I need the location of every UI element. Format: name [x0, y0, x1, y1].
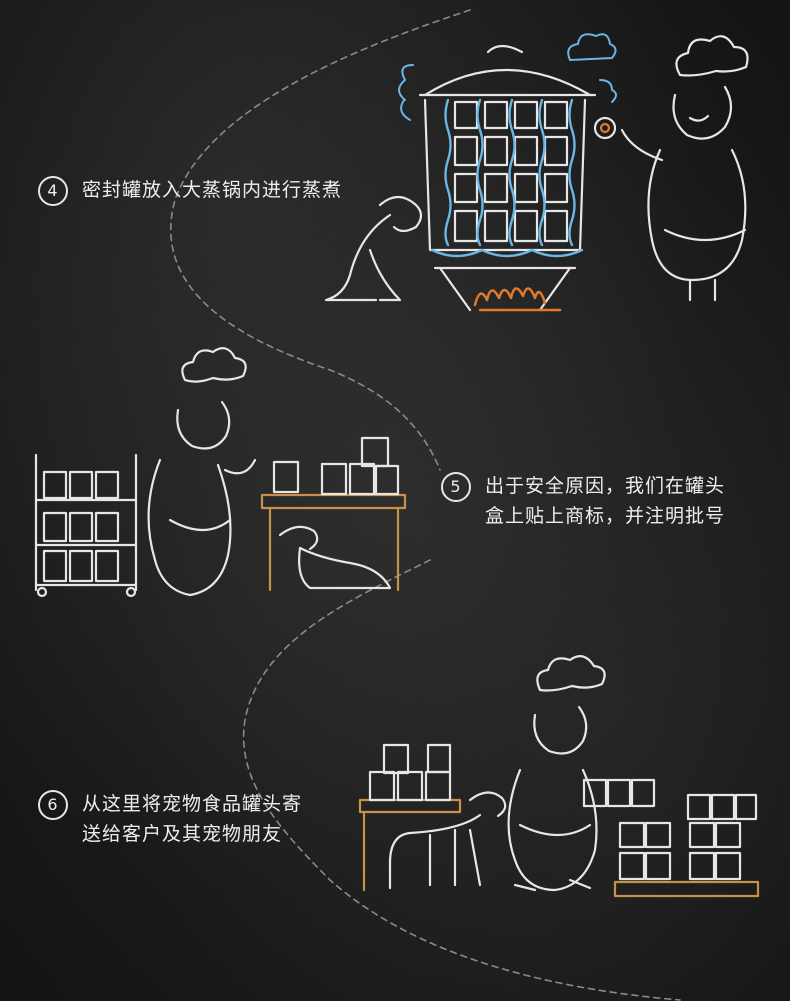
- step-number-badge: 6: [38, 790, 68, 820]
- step-6: 6 从这里将宠物食品罐头寄 送给客户及其宠物朋友: [38, 789, 302, 849]
- step-text: 密封罐放入大蒸锅内进行蒸煮: [82, 175, 342, 205]
- can-icon: [272, 436, 400, 496]
- pallet-icon: [613, 793, 760, 898]
- step-text: 从这里将宠物食品罐头寄 送给客户及其宠物朋友: [82, 789, 302, 849]
- storage-rack-icon: [34, 453, 138, 598]
- can-icon: [368, 743, 452, 802]
- chef-icon: [507, 655, 606, 892]
- steam-pot-icon: [398, 33, 617, 312]
- dog-icon: [278, 525, 392, 590]
- water-waves: [430, 98, 584, 258]
- step-text-line: 从这里将宠物食品罐头寄: [82, 793, 303, 815]
- step-text-line: 出于安全原因，我们在罐头: [485, 475, 726, 497]
- step-4: 4 密封罐放入大蒸锅内进行蒸煮: [38, 175, 342, 206]
- can-icon: [582, 778, 656, 808]
- dashed-path: [169, 9, 681, 1001]
- step-number-badge: 4: [38, 176, 68, 206]
- chef-icon: [147, 347, 257, 597]
- fire-icon: [473, 287, 562, 312]
- steam-clouds: [398, 33, 617, 121]
- dog-icon: [388, 791, 507, 890]
- step-5: 5 出于安全原因，我们在罐头 盒上贴上商标，并注明批号: [441, 471, 725, 531]
- chef-icon: [620, 35, 749, 302]
- step-text-line: 盒上贴上商标，并注明批号: [485, 505, 726, 527]
- table-icon: [260, 493, 407, 592]
- step-number-badge: 5: [441, 472, 471, 502]
- step-text-line: 送给客户及其宠物朋友: [82, 823, 283, 845]
- table-icon: [358, 798, 462, 892]
- step-text: 出于安全原因，我们在罐头 盒上贴上商标，并注明批号: [485, 471, 725, 531]
- dog-icon: [324, 195, 423, 302]
- step-text-line: 密封罐放入大蒸锅内进行蒸煮: [82, 179, 343, 201]
